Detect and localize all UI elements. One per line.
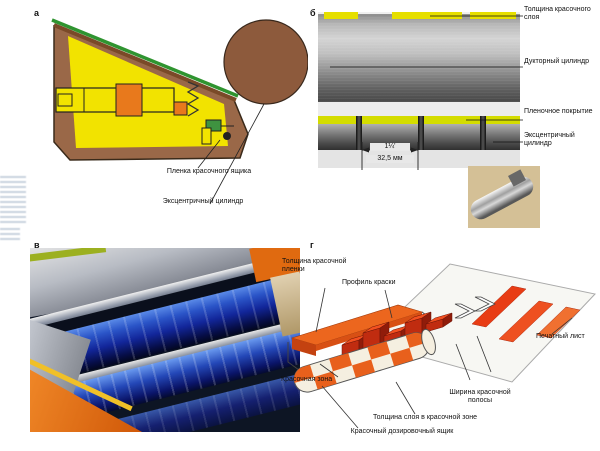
caption-fountain-film: Пленка красочного ящика [166,168,252,175]
spring [186,81,200,117]
cylinder-inset-photo [468,166,540,228]
ink-stripe [498,300,554,343]
metering-roller [290,328,436,393]
panel-b-letter: б [310,8,316,18]
leader-line [197,139,221,169]
ductor-cylinder [318,14,520,102]
label-eccentric-cylinder: Эксцентричный цилиндр [524,132,575,147]
ink-stripe [536,306,581,339]
ink-layer-strip [470,12,516,19]
panel-b-leader-lines [330,15,523,170]
label-ink-stripe-width: Ширина красочной полосы [449,389,511,404]
dimension-ticks [361,142,419,170]
adjusting-block [115,83,143,117]
label-ink-metering-fountain: Красочный дозировочный ящик [350,428,454,435]
ink-layer-strip [392,12,462,19]
dimension-mm: 32,5 мм [366,155,414,163]
ductor-cylinder-photo [318,12,520,168]
transfer-arrow [454,303,476,319]
label-ink-profile: Профиль краски [342,279,396,286]
metal-cylinder [468,173,537,223]
adjusting-bar [55,87,175,113]
label-ink-layer-thickness: Толщина красочного слоя [524,6,591,21]
bleed-through-text [0,176,26,224]
ink-layer-strip [324,12,358,19]
label-ductor-cylinder: Дукторный цилиндр [524,58,589,65]
label-ink-zone: Красочная зона [281,376,333,383]
dimension-inches: 1¼' [370,143,410,151]
ink-slab-front [292,338,316,356]
label-film-coating: Пленочное покрытие [524,108,593,115]
press-rollers-photo [30,248,300,432]
fountain-blade [53,23,237,102]
transfer-arrow [474,296,496,312]
panel-g-letter: г [310,240,314,250]
ductor-cylinder-circle [223,19,308,105]
ink-fountain-diagram [51,18,308,205]
panel-v-letter: в [34,240,40,250]
label-zone-layer-thickness: Толщина слоя в красочной зоне [372,414,478,421]
caption-eccentric-cylinder: Эксцентричный цилиндр [162,198,244,205]
panel-a-letter: а [34,8,40,18]
blade-edge-green [51,18,239,98]
label-printed-sheet: Печатный лист [536,333,585,340]
ink-zone-diagram [287,263,596,429]
leader-line [209,103,265,205]
ink-stripe [471,285,527,328]
label-ink-film-thickness: Толщина красочной пленки [282,258,347,273]
leader-lines [315,287,573,429]
bleed-through-text [0,228,20,240]
